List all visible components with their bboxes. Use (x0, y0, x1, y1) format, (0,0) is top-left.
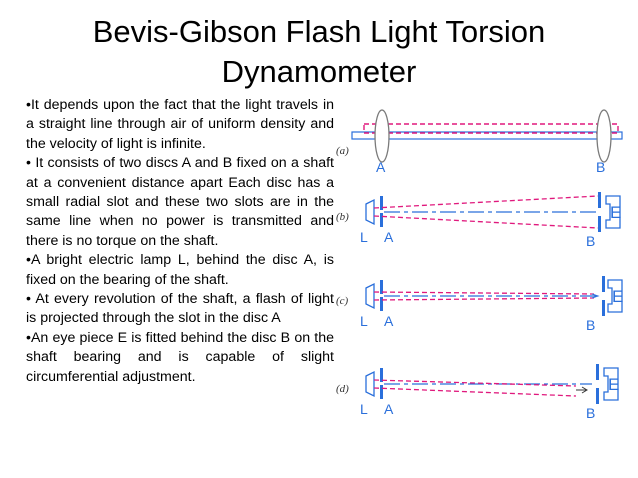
lamp-icon (365, 370, 375, 398)
ray-upper (373, 379, 577, 387)
disc-a-lower (380, 213, 383, 227)
disc-b-upper (598, 192, 601, 208)
label-l: L (360, 229, 368, 245)
label-b: B (596, 159, 605, 175)
ray-lower (373, 297, 595, 301)
title-line-2: Dynamometer (221, 54, 417, 89)
label-a: A (384, 401, 394, 417)
bullet-item: •An eye piece E is fitted behind the dis… (26, 329, 334, 385)
bullet-item: •It depends upon the fact that the light… (26, 97, 334, 152)
panel-label-c: (c) (336, 295, 349, 307)
disc-b (596, 109, 612, 163)
light-path (363, 123, 619, 134)
disc-b-upper (596, 364, 599, 380)
ray-upper (373, 291, 595, 295)
bullet-list: •It depends upon the fact that the light… (26, 96, 334, 387)
label-l: L (360, 313, 368, 329)
label-l: L (360, 401, 368, 417)
lamp-icon (365, 198, 375, 226)
panel-d: (d) E L A B (336, 364, 619, 421)
label-a: A (376, 159, 386, 175)
disc-b-lower (602, 300, 605, 316)
panel-c: (c) E L A B (336, 276, 623, 333)
label-e: E (610, 203, 621, 222)
panel-a: (a) A B (336, 109, 623, 175)
disc-a-upper (380, 280, 383, 294)
eyepiece-icon (605, 195, 621, 229)
disc-a-lower (380, 297, 383, 311)
label-e: E (612, 287, 623, 306)
label-a: A (384, 313, 394, 329)
panel-b: (b) E L A B (336, 192, 621, 249)
label-b: B (586, 405, 595, 421)
label-a: A (384, 229, 394, 245)
disc-a-lower (380, 385, 383, 399)
disc-a (374, 109, 390, 163)
bullet-item: • At every revolution of the shaft, a fl… (26, 291, 334, 327)
dynamometer-diagram: (a) A B (b) E L A B (c) E (336, 109, 623, 421)
label-e: E (608, 375, 619, 394)
disc-a-upper (380, 368, 383, 382)
bullet-item: • It consists of two discs A and B fixed… (26, 155, 334, 249)
ray-lower (373, 387, 577, 397)
arrow-icon (591, 293, 600, 299)
panel-label-b: (b) (336, 211, 349, 223)
title-line-1: Bevis-Gibson Flash Light Torsion (92, 14, 546, 49)
ray-upper (373, 195, 599, 209)
disc-b-lower (596, 388, 599, 404)
eyepiece-icon (607, 279, 623, 313)
bullet-item: •A bright electric lamp L, behind the di… (26, 252, 334, 288)
label-b: B (586, 233, 595, 249)
panel-label-a: (a) (336, 145, 349, 157)
lamp-icon (365, 282, 375, 310)
shaft (351, 131, 623, 140)
slide-title: Bevis-Gibson Flash Light Torsion Dynamom… (0, 12, 638, 92)
disc-b-lower (598, 216, 601, 232)
ray-lower (373, 215, 599, 229)
label-b: B (586, 317, 595, 333)
disc-a-upper (380, 196, 383, 210)
disc-b-upper (602, 276, 605, 292)
eyepiece-icon (603, 367, 619, 401)
panel-label-d: (d) (336, 383, 349, 395)
arrow-head-icon (581, 386, 588, 394)
